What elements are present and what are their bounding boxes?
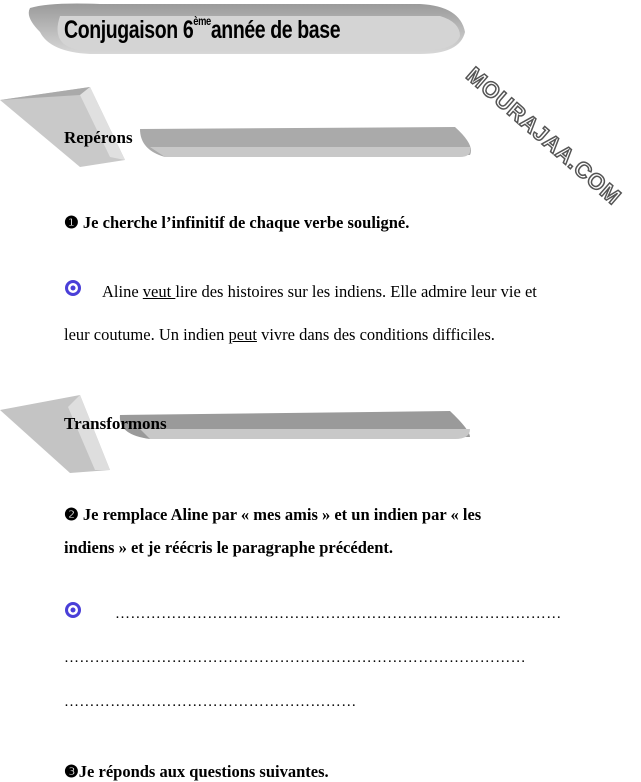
paragraph-line-1: Aline veut lire des histoires sur les in… (102, 282, 537, 301)
question-1: ❶ Je cherche l’infinitif de chaque verbe… (64, 213, 410, 232)
section-title-transformons: Transformons (64, 414, 167, 433)
e-bullet-icon (65, 280, 81, 296)
question-2-line-1: ❷ Je remplace Aline par « mes amis » et … (64, 505, 482, 524)
section-banner-reperons (0, 87, 471, 167)
section-title-reperons: Repérons (64, 128, 133, 147)
answer-line-2[interactable]: ……………………………………………………………………………… (64, 650, 526, 666)
section-banner-transformons (0, 395, 470, 473)
answer-line-3[interactable]: ………………………………………………… (64, 694, 357, 710)
watermark-logo: MOURAJAA.COM (461, 61, 627, 210)
e-bullet-icon (65, 602, 81, 618)
question-3: ❸Je réponds aux questions suivantes. (64, 762, 329, 781)
paragraph-line-2: leur coutume. Un indien peut vivre dans … (64, 325, 495, 344)
question-2-line-2: indiens » et je réécris le paragraphe pr… (64, 538, 394, 557)
answer-line-1[interactable]: …………………………………………………………………………… (115, 606, 562, 622)
title-banner (28, 3, 465, 54)
page-title: Conjugaison 6èmeannée de base (64, 14, 341, 44)
